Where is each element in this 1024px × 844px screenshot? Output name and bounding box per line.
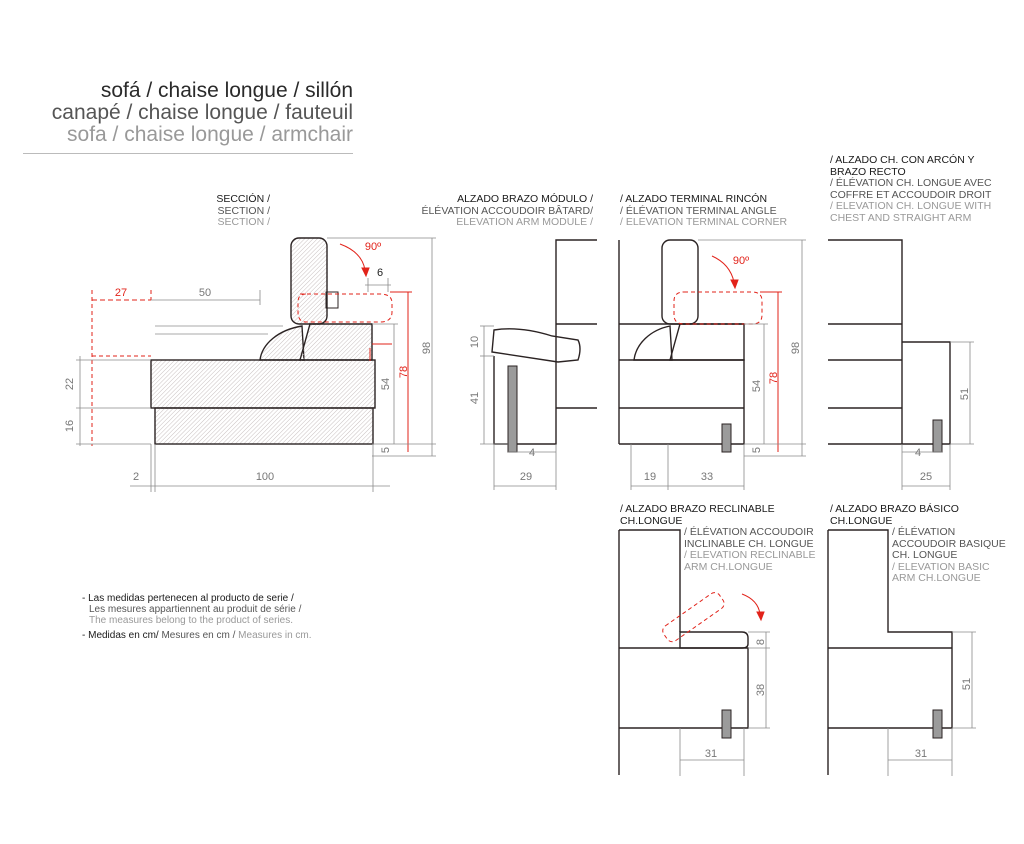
dim-chest-51: 51: [959, 388, 971, 400]
dim-section-2: 2: [133, 471, 139, 483]
basic-arm-view: [827, 529, 953, 775]
back-wedge-right: [299, 323, 373, 361]
base: [154, 407, 374, 445]
dim-reclinable-31: 31: [705, 748, 717, 760]
caption-basico-fr-en: / ÉLÉVATION ACCOUDOIR BASIQUE CH. LONGUE…: [892, 526, 1006, 584]
caption-basico-es: / ALZADO BRAZO BÁSICO CH.LONGUE: [830, 503, 959, 527]
dim-section-16: 16: [64, 420, 76, 432]
dim-arm-29: 29: [520, 471, 532, 483]
caption-brazo-modulo: ALZADO BRAZO MÓDULO / ÉLÉVATION ACCOUDOI…: [421, 193, 593, 228]
dim-corner-54: 54: [751, 380, 763, 392]
dim-section-6: 6: [377, 267, 383, 279]
section-headrest-tilted: [297, 293, 393, 323]
dim-basic-51: 51: [961, 678, 973, 690]
dim-section-50: 50: [199, 287, 211, 299]
terminal-corner-view: [618, 239, 745, 453]
back-wedge-left: [259, 325, 305, 361]
dim-section-22: 22: [64, 378, 76, 390]
dim-corner-19: 19: [644, 471, 656, 483]
dim-corner-98: 98: [790, 342, 802, 354]
title-es: sofá / chaise longue / sillón: [100, 79, 353, 102]
section-arc-90: [339, 243, 366, 271]
dim-section-90: 90º: [365, 241, 381, 253]
dim-corner-90: 90º: [733, 255, 749, 267]
note-line2: - Medidas en cm/ Mesures en cm / Measure…: [82, 630, 312, 641]
section-labels: 27 50 90º 6 98 78 54 22 16 5 2 100: [64, 241, 433, 483]
dim-reclinable-38: 38: [755, 684, 767, 696]
dim-section-54: 54: [380, 378, 392, 390]
dim-basic-31: 31: [915, 748, 927, 760]
title-en: sofa / chaise longue / armchair: [67, 123, 353, 146]
dim-section-98: 98: [421, 342, 433, 354]
dim-arm-4: 4: [529, 447, 535, 459]
title-divider: [23, 153, 353, 154]
caption-reclinable-es: / ALZADO BRAZO RECLINABLE CH.LONGUE: [620, 503, 775, 527]
section-red-dims: [91, 243, 412, 452]
dim-section-27: 27: [115, 287, 127, 299]
dim-section-78: 78: [398, 366, 410, 378]
dim-section-100: 100: [256, 471, 274, 483]
dim-reclinable-8: 8: [755, 639, 767, 645]
dim-chest-4: 4: [915, 447, 921, 459]
caption-con-arcon: / ALZADO CH. CON ARCÓN Y BRAZO RECTO / É…: [830, 154, 992, 224]
dim-section-5: 5: [380, 447, 392, 453]
section-view: [150, 237, 376, 445]
chaise-chest-view: [828, 239, 951, 453]
note-line1-fr: Les mesures appartiennent au produit de …: [89, 604, 302, 615]
caption-terminal-rincon: / ALZADO TERMINAL RINCÓN / ÉLÉVATION TER…: [620, 193, 788, 228]
title-fr: canapé / chaise longue / fauteuil: [51, 101, 353, 124]
dim-corner-33: 33: [701, 471, 713, 483]
terminal-corner-red: [673, 255, 782, 452]
dim-corner-5: 5: [751, 447, 763, 453]
backrest-cushion: [290, 237, 328, 325]
dim-chest-25: 25: [920, 471, 932, 483]
caption-reclinable-fr-en: / ÉLÉVATION ACCOUDOIR INCLINABLE CH. LON…: [684, 526, 816, 573]
dim-corner-78: 78: [768, 372, 780, 384]
seat-cushion: [150, 359, 376, 409]
caption-seccion: SECCIÓN / SECTION / SECTION /: [216, 193, 270, 228]
arm-module-dims: [480, 325, 557, 490]
note-line1-en: The measures belong to the product of se…: [89, 615, 294, 626]
dim-arm-41: 41: [469, 392, 481, 404]
arm-module-view: [491, 239, 597, 453]
note-line1-es: - Las medidas pertenecen al producto de …: [82, 593, 294, 604]
section-grey-dims: [76, 237, 436, 492]
dim-arm-10: 10: [469, 336, 481, 348]
reclinable-arm-view: [618, 529, 749, 775]
notes-block: - Las medidas pertenecen al producto de …: [82, 593, 382, 641]
